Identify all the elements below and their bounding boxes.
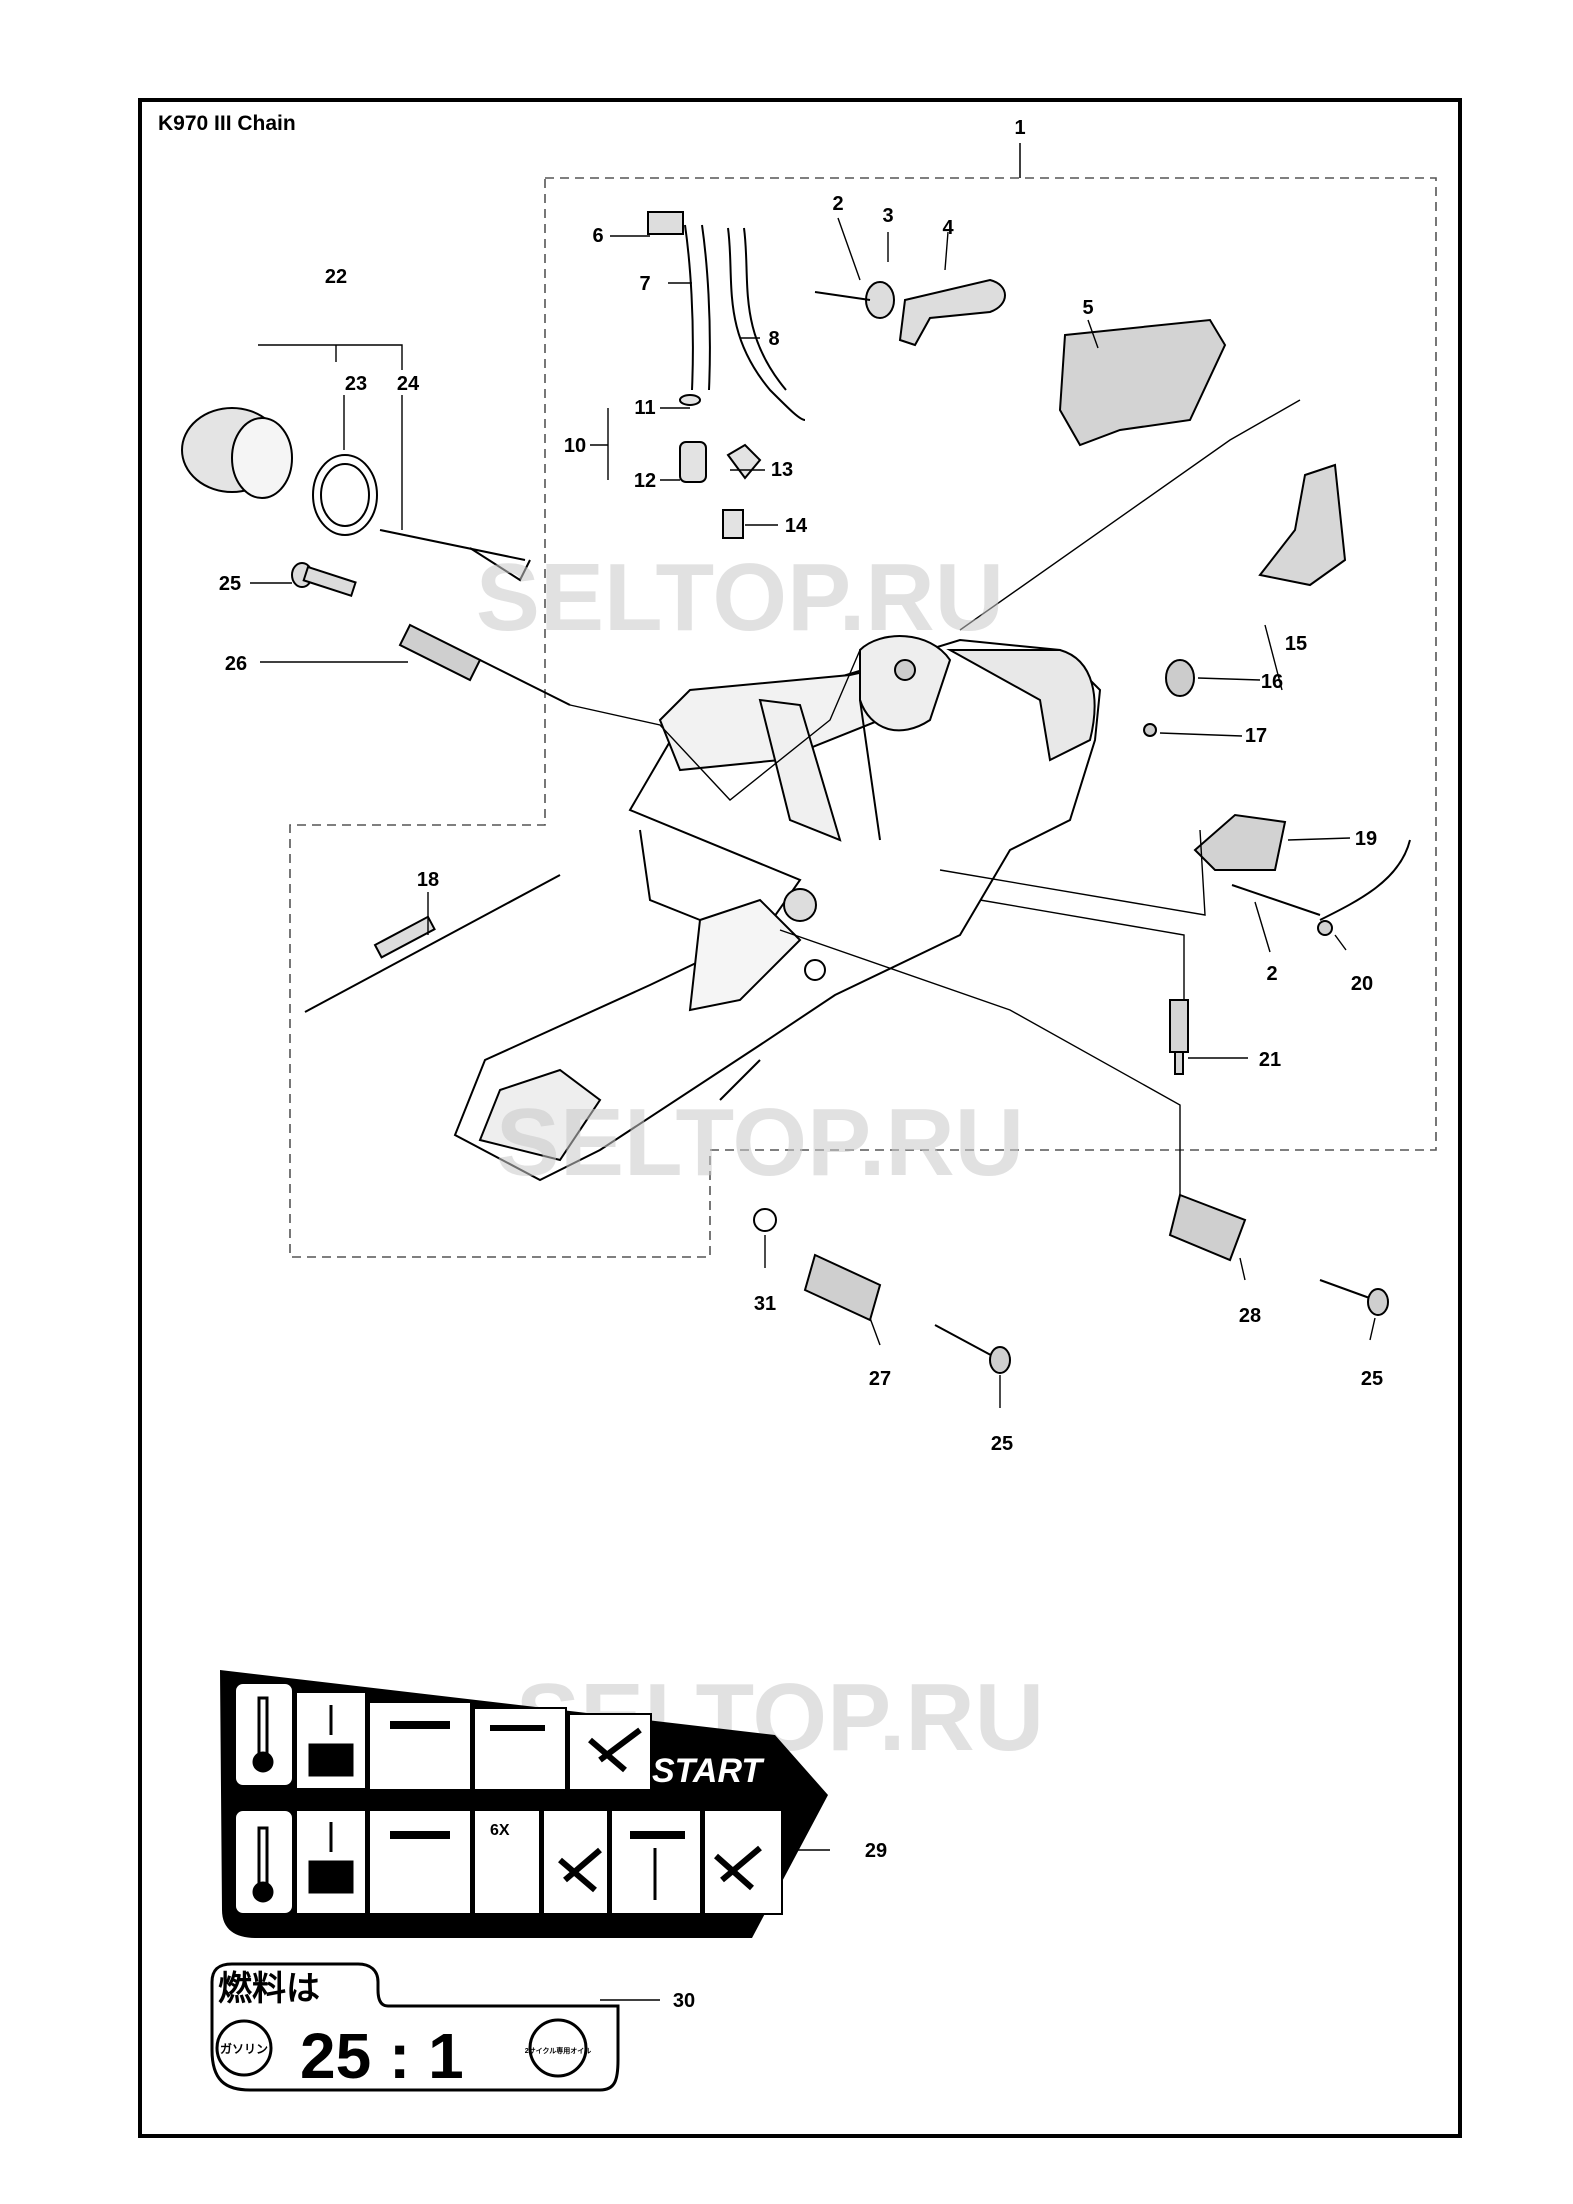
callout-3: 3 — [882, 205, 893, 227]
callout-8: 8 — [768, 328, 779, 350]
page-frame — [138, 98, 1462, 2138]
callout-27: 27 — [869, 1368, 891, 1390]
callout-labels: 1 2 3 4 5 6 7 8 10 11 12 13 14 15 16 17 … — [219, 117, 1383, 2012]
callout-10: 10 — [564, 435, 586, 457]
callout-1: 1 — [1014, 117, 1025, 139]
watermark-2: SELTOP.RU — [496, 1089, 1024, 1196]
part-screw-25a — [291, 562, 357, 598]
callout-20: 20 — [1351, 973, 1373, 995]
callout-29: 29 — [865, 1840, 887, 1862]
watermark-1: SELTOP.RU — [476, 544, 1004, 651]
callout-15: 15 — [1285, 633, 1307, 655]
callout-16: 16 — [1261, 671, 1283, 693]
fuel-heading: 燃料は — [218, 1970, 320, 2008]
part-av-spring-27-31 — [753, 1208, 1011, 1374]
callout-11: 11 — [634, 397, 655, 419]
assembly-box-1 — [289, 177, 1437, 1258]
fuel-gasoline: ガソリン — [220, 2041, 268, 2056]
start-decal: 6X START — [220, 1670, 828, 1938]
callout-24: 24 — [397, 373, 420, 395]
decal-6x-label: 6X — [490, 1822, 510, 1839]
part-cable-18 — [304, 874, 561, 1013]
leader-lines — [250, 217, 1376, 2001]
part-bracket-15 — [1258, 463, 1347, 587]
callout-26: 26 — [225, 653, 247, 675]
callout-25b: 25 — [1361, 1368, 1383, 1390]
fuel-oil: 2サイクル専用オイル — [525, 2046, 592, 2055]
decal-start-label: START — [652, 1752, 765, 1790]
callout-21: 21 — [1259, 1049, 1281, 1071]
callout-17: 17 — [1245, 725, 1267, 747]
decal-icons — [252, 1696, 762, 1903]
callout-18: 18 — [417, 869, 439, 891]
crankcase-part — [453, 635, 1102, 1182]
callout-4: 4 — [942, 217, 954, 239]
callout-31: 31 — [754, 1293, 776, 1315]
callout-23: 23 — [345, 373, 367, 395]
part-19-20 — [1193, 813, 1411, 936]
part-filter-10 — [679, 394, 762, 539]
part-fuel-hose-7-8 — [647, 211, 806, 421]
fuel-ratio-label: 燃料は ガソリン 25 : 1 2サイクル専用オイル — [210, 1962, 620, 2092]
callout-6: 6 — [592, 225, 603, 247]
callout-12: 12 — [634, 470, 656, 492]
callout-14: 14 — [785, 515, 808, 537]
watermarks: SELTOP.RU SELTOP.RU SELTOP.RU — [476, 544, 1044, 1771]
callout-30: 30 — [673, 1990, 695, 2012]
callout-28: 28 — [1239, 1305, 1261, 1327]
part-spark-plug-21 — [1169, 999, 1189, 1075]
callout-19: 19 — [1355, 828, 1377, 850]
callout-25a: 25 — [219, 573, 241, 595]
callout-25c: 25 — [991, 1433, 1013, 1455]
callout-5: 5 — [1082, 297, 1093, 319]
fuel-ratio: 25 : 1 — [300, 2020, 464, 2092]
part-throttle-trigger-4 — [814, 278, 1006, 347]
callout-2b: 2 — [1266, 963, 1277, 985]
part-av-spring-26 — [398, 623, 571, 706]
part-av-spring-28-25 — [1168, 1193, 1389, 1316]
part-cover-5 — [1058, 318, 1227, 447]
callout-7: 7 — [639, 273, 650, 295]
callout-2: 2 — [832, 193, 843, 215]
diagram-title: K970 III Chain — [158, 112, 296, 135]
callout-13: 13 — [771, 459, 793, 481]
callout-22: 22 — [325, 266, 347, 288]
part-16-17 — [1143, 659, 1195, 737]
part-fuel-cap-22 — [181, 407, 531, 582]
